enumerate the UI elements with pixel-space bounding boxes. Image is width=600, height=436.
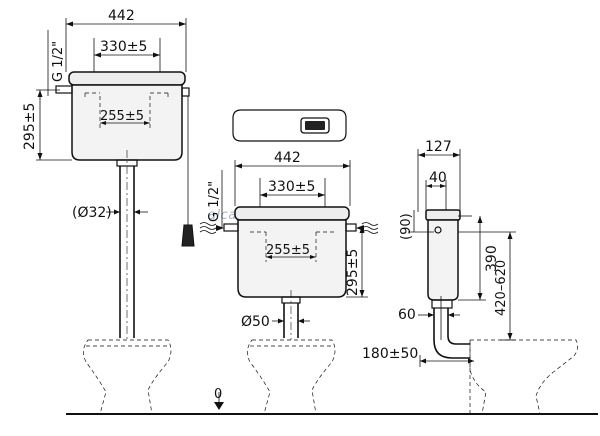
middle-height-label: 295±5: [345, 249, 361, 296]
side-offset-label: 40: [429, 170, 447, 186]
side-view: 127 40 (90) 390 420–620: [362, 139, 578, 415]
middle-width-label: 442: [274, 150, 301, 166]
side-height-label: 390: [484, 245, 500, 272]
left-toilet-bowl: [83, 339, 172, 415]
cistern-lid-top: [232, 109, 347, 142]
side-range-label: 420–620: [494, 260, 509, 316]
side-projection-label: 180±50: [362, 346, 418, 362]
middle-cistern: 442 330±5 255±5 G 1/2": [199, 150, 379, 340]
side-depth-label: 127: [425, 139, 452, 155]
left-width-label: 442: [108, 8, 135, 24]
left-height-label: 295±5: [22, 103, 38, 150]
left-pipe-diameter-label: (Ø32): [72, 205, 112, 221]
floor-line: 0: [66, 387, 598, 415]
left-inlet-thread-label: G 1/2": [51, 41, 66, 82]
middle-pipe-diameter-label: Ø50: [241, 314, 270, 330]
floor-level-label: 0: [214, 387, 222, 402]
left-cistern: 442 330±5 255±5 G 1/2": [22, 8, 195, 340]
left-hole-spacing-label: 330±5: [100, 39, 147, 55]
middle-inlet-thread-label: G 1/2": [207, 181, 222, 222]
side-pipe-label: 60: [398, 307, 416, 323]
middle-inner-spacing-label: 255±5: [266, 243, 310, 258]
middle-toilet-bowl: [247, 339, 336, 415]
floor-level-marker-icon: [214, 402, 224, 410]
side-top-offset-label: (90): [399, 213, 414, 240]
middle-hole-spacing-label: 330±5: [268, 179, 315, 195]
left-inner-spacing-label: 255±5: [100, 109, 144, 124]
